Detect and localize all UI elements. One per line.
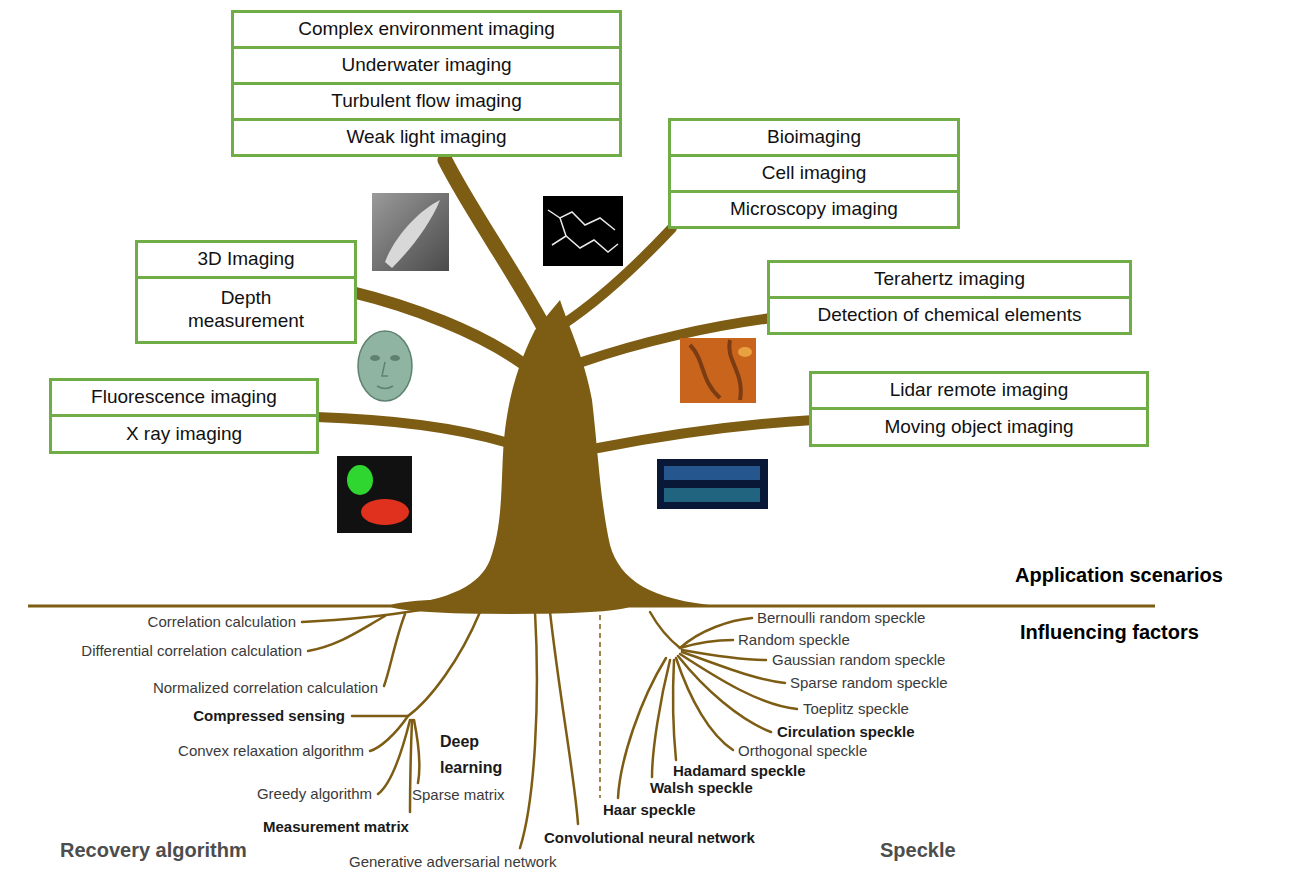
fluorescence-green (347, 465, 373, 495)
factor-label: Generative adversarial network (349, 852, 557, 872)
factor-label: Correlation calculation (148, 612, 296, 632)
scenario-box: Terahertz imaging (767, 260, 1132, 299)
lidar-pattern (664, 488, 760, 502)
scenario-box: X ray imaging (49, 414, 319, 454)
face-nose (382, 362, 388, 376)
cell-picture (543, 196, 623, 266)
box-text: Fluorescence imaging (91, 386, 277, 409)
box-text: Complex environment imaging (298, 18, 555, 41)
scenario-box: Depth measurement (135, 276, 357, 344)
box-text: Moving object imaging (884, 416, 1073, 439)
factor-label: Greedy algorithm (257, 784, 372, 804)
face-model (358, 331, 412, 401)
root-line (550, 612, 578, 824)
terahertz-picture (680, 338, 756, 403)
scenario-box: Cell imaging (668, 154, 960, 193)
factor-label: Haar speckle (603, 800, 696, 820)
root-line (650, 612, 680, 648)
root-line (308, 616, 385, 651)
scenario-box: Turbulent flow imaging (231, 82, 622, 121)
face-eye (390, 355, 400, 361)
box-text: Turbulent flow imaging (331, 90, 521, 113)
cell-structure (560, 218, 566, 236)
box-text: Lidar remote imaging (890, 379, 1068, 402)
scenario-box: Lidar remote imaging (809, 371, 1149, 410)
root-line (378, 720, 410, 794)
box-text: Detection of chemical elements (817, 304, 1081, 327)
underwater-object (385, 200, 440, 268)
box-text: Terahertz imaging (874, 268, 1025, 291)
factor-label: Convolutional neural network (544, 828, 755, 848)
root-line (676, 658, 733, 750)
factor-label: Differential correlation calculation (81, 641, 302, 661)
factor-label: Random speckle (738, 630, 850, 650)
section-heading: Speckle (880, 837, 956, 863)
factor-label: Measurement matrix (263, 817, 409, 837)
factor-label: Walsh speckle (650, 778, 753, 798)
tree-trunk (395, 300, 720, 606)
factor-label: Sparse matrix (412, 785, 505, 805)
tree-base (390, 598, 630, 614)
scenario-box: Weak light imaging (231, 118, 622, 157)
lidar-pattern (664, 466, 760, 480)
root-line (673, 660, 676, 760)
scenario-box: Complex environment imaging (231, 10, 622, 49)
root-line (352, 715, 408, 718)
root-line (408, 612, 480, 716)
factor-label: Toeplitz speckle (803, 699, 909, 719)
cell-structure (552, 236, 618, 252)
tree-branch (445, 160, 548, 335)
scenario-box: Fluorescence imaging (49, 378, 319, 417)
scenario-box: Detection of chemical elements (767, 296, 1132, 335)
box-text: Weak light imaging (346, 126, 506, 149)
section-heading: Recovery algorithm (60, 837, 247, 863)
root-line (384, 614, 405, 686)
box-text: Cell imaging (762, 162, 867, 185)
fluorescence-red (361, 499, 409, 525)
divider-line (599, 615, 601, 798)
factor-label: Orthogonal speckle (738, 741, 867, 761)
factor-label: Sparse random speckle (790, 673, 948, 693)
tree-branch (598, 420, 814, 448)
fluorescence-picture (337, 456, 412, 533)
factor-label: Normalized correlation calculation (153, 678, 378, 698)
underwater-picture (372, 193, 449, 271)
section-heading: Influencing factors (1020, 619, 1199, 645)
scenario-box: Microscopy imaging (668, 190, 960, 229)
tree-branch (316, 417, 505, 442)
scenario-box: Moving object imaging (809, 407, 1149, 447)
root-line (410, 720, 412, 812)
face-mouth (377, 386, 393, 389)
box-text: X ray imaging (126, 423, 242, 446)
terahertz-pattern (738, 347, 752, 357)
factor-label: Compressed sensing (193, 706, 345, 726)
box-text: 3D Imaging (197, 248, 294, 271)
root-line (618, 658, 666, 798)
factor-label: Deep learning (440, 729, 510, 781)
section-heading: Application scenarios (1015, 562, 1223, 588)
scenario-box: Underwater imaging (231, 46, 622, 85)
factor-label: Bernoulli random speckle (757, 608, 925, 628)
root-line (682, 650, 766, 660)
box-text: Bioimaging (767, 126, 861, 149)
factor-label: Circulation speckle (777, 722, 915, 742)
scenario-box: Bioimaging (668, 118, 960, 157)
face-eye (370, 355, 380, 361)
root-line (520, 612, 537, 848)
box-text: Microscopy imaging (730, 198, 898, 221)
box-text: Underwater imaging (341, 54, 511, 77)
root-line (414, 720, 419, 783)
root-line (680, 640, 733, 648)
factor-label: Convex relaxation algorithm (178, 741, 364, 761)
box-text: Depth measurement (171, 287, 321, 333)
root-line (678, 656, 771, 732)
lidar-picture (657, 459, 768, 509)
terahertz-pattern (690, 340, 741, 400)
cell-structure (548, 210, 615, 230)
scenario-box: 3D Imaging (135, 240, 357, 279)
factor-label: Gaussian random speckle (772, 650, 945, 670)
factor-label: Hadamard speckle (673, 761, 806, 781)
